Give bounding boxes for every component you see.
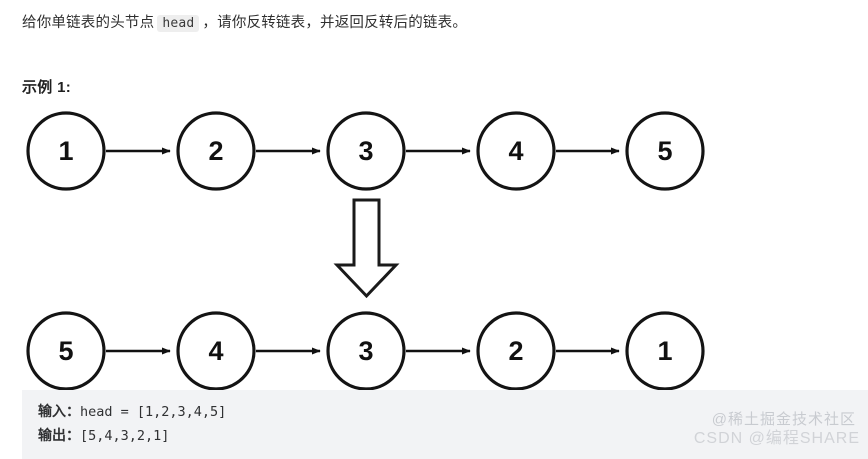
node-circle	[26, 311, 106, 390]
node-label: 2	[508, 336, 523, 366]
code-line-output: 输出：[5,4,3,2,1]	[38, 424, 868, 448]
node-circle	[625, 111, 705, 191]
output-label: 输出：	[38, 427, 80, 443]
node-circle	[476, 311, 556, 390]
input-value: head = [1,2,3,4,5]	[80, 404, 227, 420]
node-circle	[26, 111, 106, 191]
down-block-arrow-icon	[333, 198, 400, 299]
diagram-svg: 1 2 3 4 5	[26, 111, 705, 390]
node-circle	[476, 111, 556, 191]
node-bottom-4: 1	[625, 311, 705, 390]
output-value: [5,4,3,2,1]	[80, 428, 170, 444]
node-bottom-0: 5	[26, 311, 106, 390]
node-label: 2	[208, 136, 223, 166]
node-circle	[176, 311, 256, 390]
example-code-block: 输入：head = [1,2,3,4,5] 输出：[5,4,3,2,1]	[22, 390, 868, 459]
statement-text-after: ，请你反转链表，并返回反转后的链表。	[202, 15, 468, 31]
node-label: 4	[508, 136, 523, 166]
statement-text-before: 给你单链表的头节点	[22, 15, 155, 31]
node-top-1: 2	[176, 111, 256, 191]
inline-code-head: head	[157, 15, 200, 32]
node-circle	[625, 311, 705, 390]
node-circle	[326, 311, 406, 390]
node-top-2: 3	[326, 111, 406, 191]
node-bottom-2: 3	[326, 311, 406, 390]
node-label: 1	[657, 336, 672, 366]
node-top-0: 1	[26, 111, 106, 191]
linked-list-diagram: 1 2 3 4 5	[0, 100, 868, 390]
reversed-list-row: 5 4 3 2 1	[26, 311, 705, 390]
node-label: 5	[58, 336, 73, 366]
input-label: 输入：	[38, 403, 80, 419]
node-bottom-1: 4	[176, 311, 256, 390]
original-list-row: 1 2 3 4 5	[26, 111, 705, 191]
node-label: 3	[358, 336, 373, 366]
node-bottom-3: 2	[476, 311, 556, 390]
node-top-3: 4	[476, 111, 556, 191]
node-label: 3	[358, 136, 373, 166]
node-label: 1	[58, 136, 73, 166]
node-top-4: 5	[625, 111, 705, 191]
code-line-input: 输入：head = [1,2,3,4,5]	[38, 400, 868, 424]
node-circle	[176, 111, 256, 191]
node-label: 4	[208, 336, 223, 366]
node-label: 5	[657, 136, 672, 166]
arrow-shape	[333, 198, 400, 299]
example-heading: 示例 1:	[22, 79, 72, 96]
node-circle	[326, 111, 406, 191]
